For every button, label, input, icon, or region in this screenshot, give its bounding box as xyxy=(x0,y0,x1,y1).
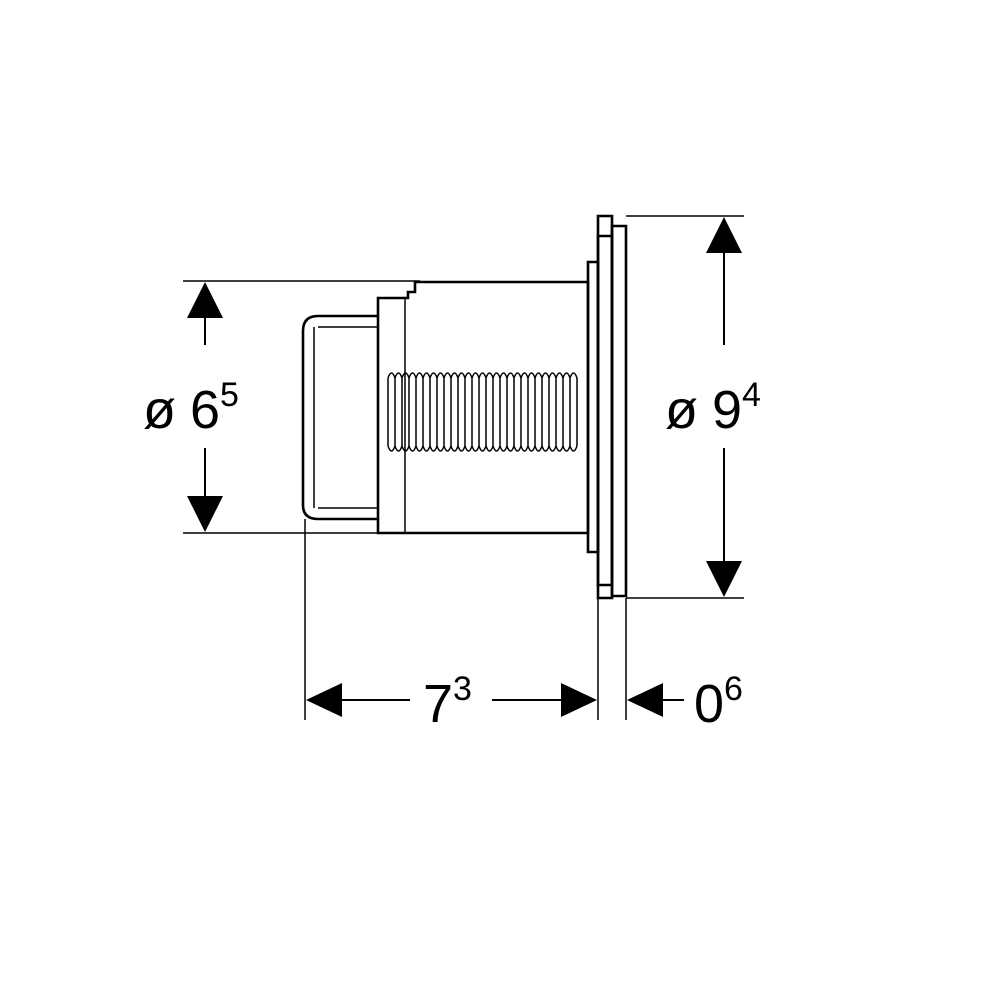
svg-text:06: 06 xyxy=(694,670,743,734)
arrow-down-icon xyxy=(706,561,742,597)
outer-diameter-symbol: ø xyxy=(665,380,698,440)
arrow-up-icon xyxy=(706,217,742,253)
arrow-down-icon xyxy=(187,496,223,532)
outer-diameter-major: 9 xyxy=(712,380,742,440)
grip-rib-pattern xyxy=(387,372,578,452)
outer-diameter-minor: 4 xyxy=(742,376,761,414)
arrow-up-icon xyxy=(187,282,223,318)
body-depth-major: 7 xyxy=(423,674,453,734)
dimension-flange-thickness: 06 xyxy=(627,670,743,734)
arrow-right-icon xyxy=(561,683,597,717)
inner-diameter-minor: 5 xyxy=(220,376,239,414)
body-depth-minor: 3 xyxy=(453,670,472,708)
flange-thickness-minor: 6 xyxy=(724,670,743,708)
part-outline xyxy=(301,214,628,600)
svg-text:73: 73 xyxy=(423,670,472,734)
arrow-left-icon xyxy=(306,683,342,717)
arrow-left-icon xyxy=(627,683,663,717)
extension-lines xyxy=(183,215,744,720)
inner-diameter-symbol: ø xyxy=(143,380,176,440)
svg-text:ø65: ø65 xyxy=(143,376,239,440)
flange-thickness-major: 0 xyxy=(694,674,724,734)
inner-diameter-major: 6 xyxy=(190,380,220,440)
dimension-body-depth: 73 xyxy=(306,670,597,734)
grip-ribs xyxy=(387,372,578,452)
svg-text:ø94: ø94 xyxy=(665,376,761,440)
